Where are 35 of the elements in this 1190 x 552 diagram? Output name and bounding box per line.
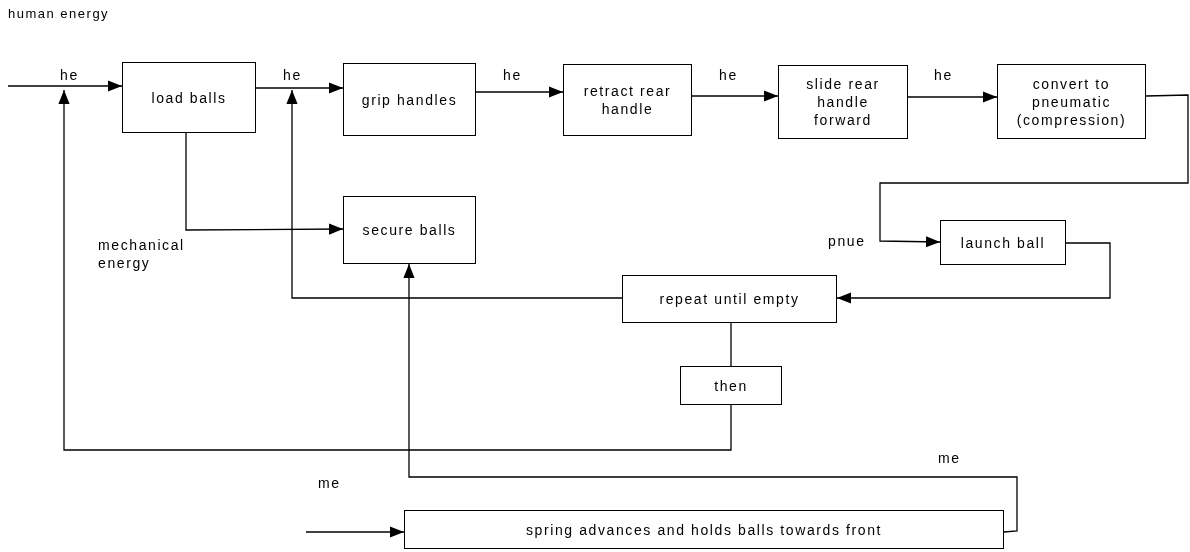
process-box: [563, 64, 692, 136]
process-box: [680, 366, 782, 405]
edge-label: mechanical energy: [97, 236, 186, 272]
arrow: [879, 94, 1189, 248]
note-text: human energy: [8, 6, 110, 21]
box-label: convert to pneumatic (compression): [1015, 74, 1128, 129]
box-label: repeat until empty: [659, 290, 800, 308]
arrow: [475, 86, 564, 98]
box-label: retract rear handle: [582, 82, 673, 118]
box-label: slide rear handle forward: [805, 75, 881, 129]
arrow: [7, 80, 123, 92]
process-box: [122, 62, 256, 133]
arrow: [403, 263, 1018, 533]
box-label: spring advances and holds balls towards front: [525, 520, 883, 539]
arrow: [286, 89, 623, 299]
arrow: [255, 82, 344, 94]
box-label: launch ball: [960, 233, 1046, 252]
process-box: [997, 64, 1146, 139]
box-label: grip handles: [361, 90, 458, 109]
arrow: [58, 89, 732, 451]
process-box: [940, 220, 1066, 265]
box-label: then: [714, 376, 748, 395]
arrow: [305, 526, 405, 538]
process-box: [343, 63, 476, 136]
arrow: [185, 132, 344, 235]
process-box: [622, 275, 837, 323]
box-label: load balls: [151, 88, 227, 107]
connector-line: [730, 322, 732, 367]
box-label: secure balls: [362, 221, 457, 239]
arrow: [691, 90, 779, 102]
process-box: [778, 65, 908, 139]
arrow: [907, 91, 998, 103]
process-box: [343, 196, 476, 264]
arrow: [836, 242, 1111, 304]
process-box: [404, 510, 1004, 549]
